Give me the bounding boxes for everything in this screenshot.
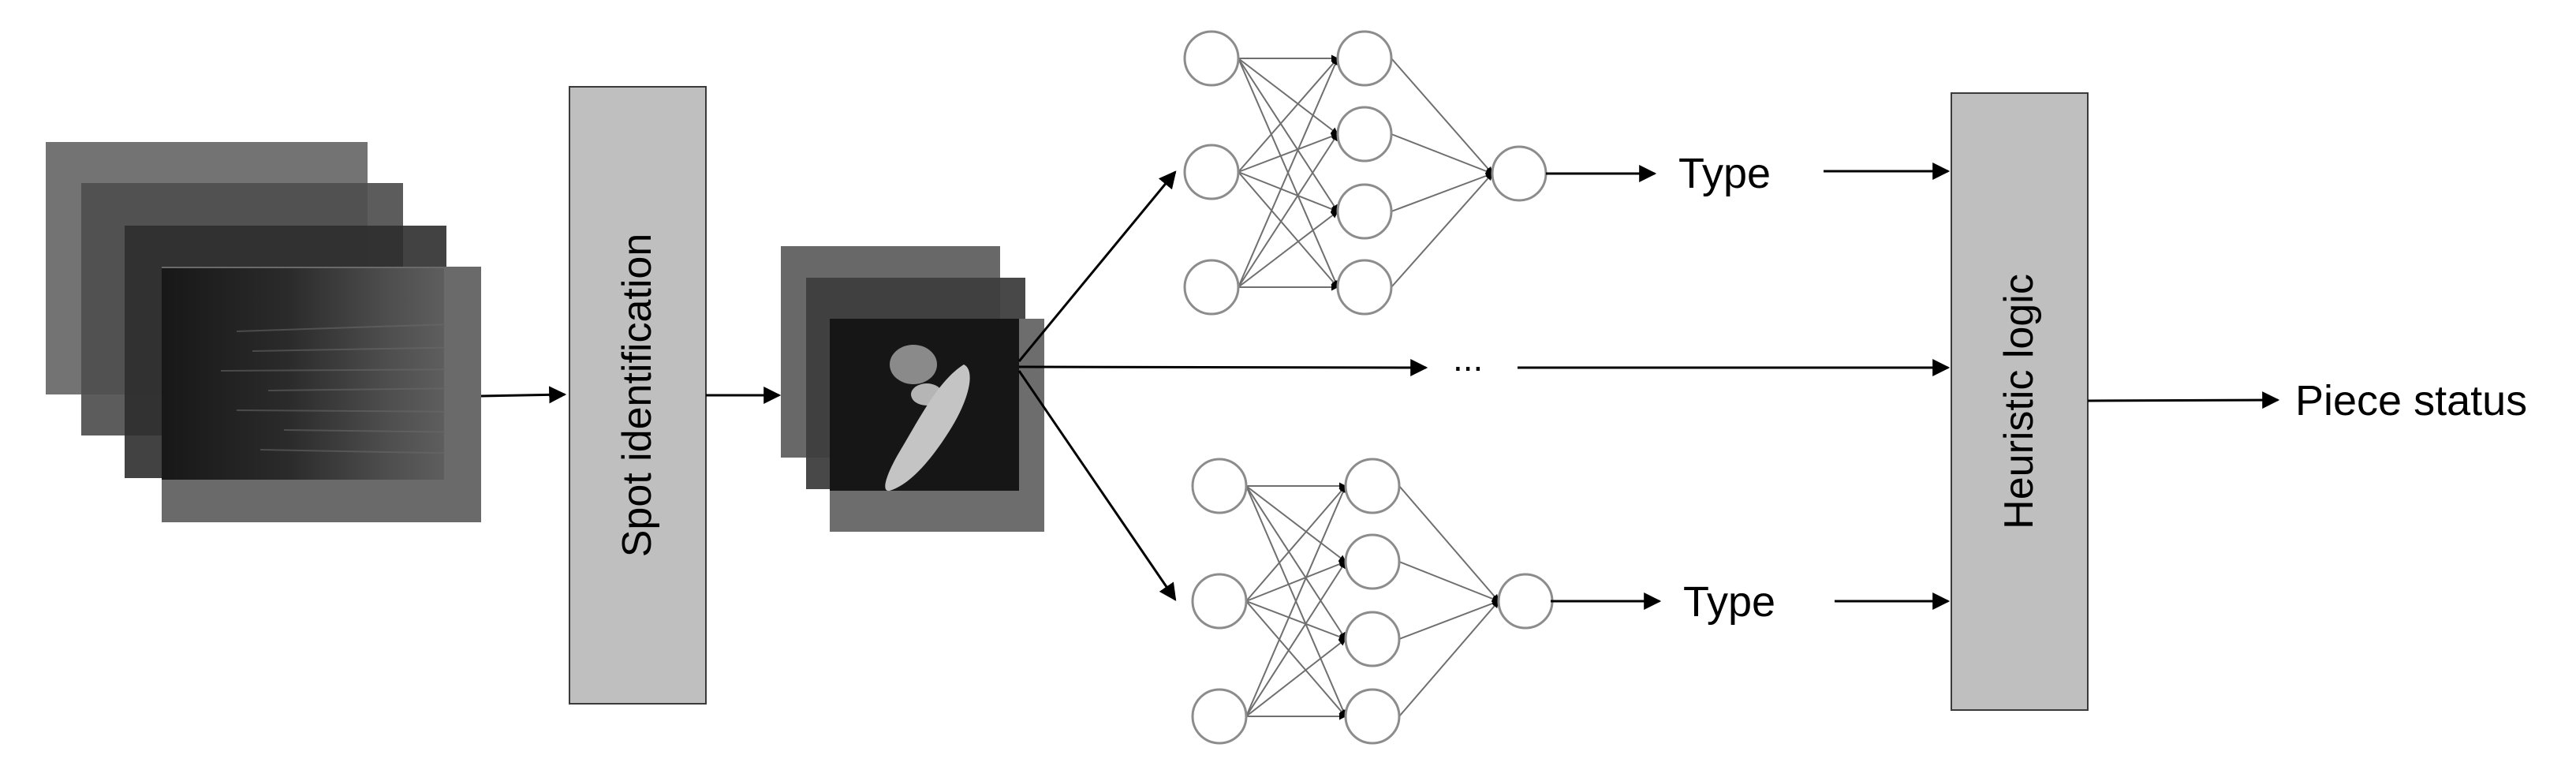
- steel-surface-image: [162, 268, 444, 480]
- ellipsis-label: ...: [1453, 338, 1483, 379]
- surface-texture-lines: [220, 323, 474, 454]
- network-edge: [1238, 211, 1338, 288]
- network-edge: [1398, 600, 1499, 640]
- network-node-layer-3: [1491, 145, 1547, 202]
- network-node-layer-2: [1344, 611, 1401, 667]
- arrow-images-to-spot: [480, 386, 567, 404]
- network-edge: [1245, 485, 1346, 563]
- network-edge: [1238, 58, 1338, 212]
- network-edge: [1398, 561, 1499, 603]
- network-edge: [1238, 171, 1338, 213]
- arrow-crops-to-top-network: [1017, 170, 1177, 362]
- defect-blob: [885, 345, 970, 492]
- arrow-heuristic-to-status: [2087, 391, 2280, 409]
- heuristic-logic-box: Heuristic logic: [1951, 92, 2089, 711]
- network-node-layer-2: [1336, 30, 1393, 87]
- arrow-crops-to-ellipsis: [1018, 358, 1428, 376]
- network-edge: [1238, 133, 1338, 173]
- network-edge: [1245, 561, 1346, 717]
- network-connections: [1238, 54, 1493, 291]
- network-edge: [1391, 173, 1493, 288]
- type-label-top: Type: [1678, 150, 1771, 197]
- network-edge: [1398, 600, 1499, 717]
- network-node-layer-2: [1344, 688, 1401, 745]
- network-edge: [1238, 58, 1338, 173]
- network-edge: [1245, 600, 1346, 641]
- neural-network-bottom: [1191, 458, 1554, 745]
- network-node-layer-3: [1497, 573, 1554, 630]
- network-edge: [1245, 485, 1346, 717]
- piece-status-label: Piece status: [2295, 377, 2527, 424]
- network-node-layer-2: [1344, 533, 1401, 590]
- neural-network-top: [1183, 30, 1547, 316]
- network-node-layer-2: [1336, 106, 1393, 163]
- input-image-stack: [46, 142, 481, 522]
- network-node-layer-1: [1191, 688, 1248, 745]
- network-node-layer-1: [1183, 30, 1240, 87]
- heuristic-logic-label: Heuristic logic: [1996, 274, 2042, 529]
- type-label-bottom: Type: [1683, 578, 1775, 626]
- network-node-layer-1: [1191, 573, 1248, 630]
- network-node-layer-2: [1336, 183, 1393, 240]
- network-node-layer-2: [1344, 458, 1401, 514]
- network-edge: [1238, 133, 1338, 288]
- network-edge: [1238, 171, 1338, 288]
- spot-identification-label: Spot identification: [614, 234, 660, 558]
- network-edge: [1245, 560, 1346, 602]
- network-edge: [1245, 485, 1346, 602]
- network-edge: [1245, 600, 1346, 717]
- network-node-layer-1: [1183, 144, 1240, 200]
- network-edge: [1391, 58, 1493, 174]
- network-node-layer-1: [1183, 259, 1240, 316]
- arrow-crops-to-bottom-network: [1017, 370, 1177, 601]
- network-edge: [1245, 638, 1346, 717]
- network-edge: [1245, 485, 1346, 640]
- crop-image-stack: [781, 246, 1044, 532]
- network-edge: [1398, 485, 1499, 602]
- network-edge: [1238, 58, 1338, 135]
- network-node-layer-1: [1191, 458, 1248, 514]
- network-edge: [1238, 58, 1338, 288]
- network-node-layer-2: [1336, 259, 1393, 316]
- network-edge: [1391, 133, 1493, 175]
- network-connections: [1245, 482, 1499, 720]
- spot-identification-box: Spot identification: [569, 86, 707, 705]
- network-edge: [1391, 172, 1493, 212]
